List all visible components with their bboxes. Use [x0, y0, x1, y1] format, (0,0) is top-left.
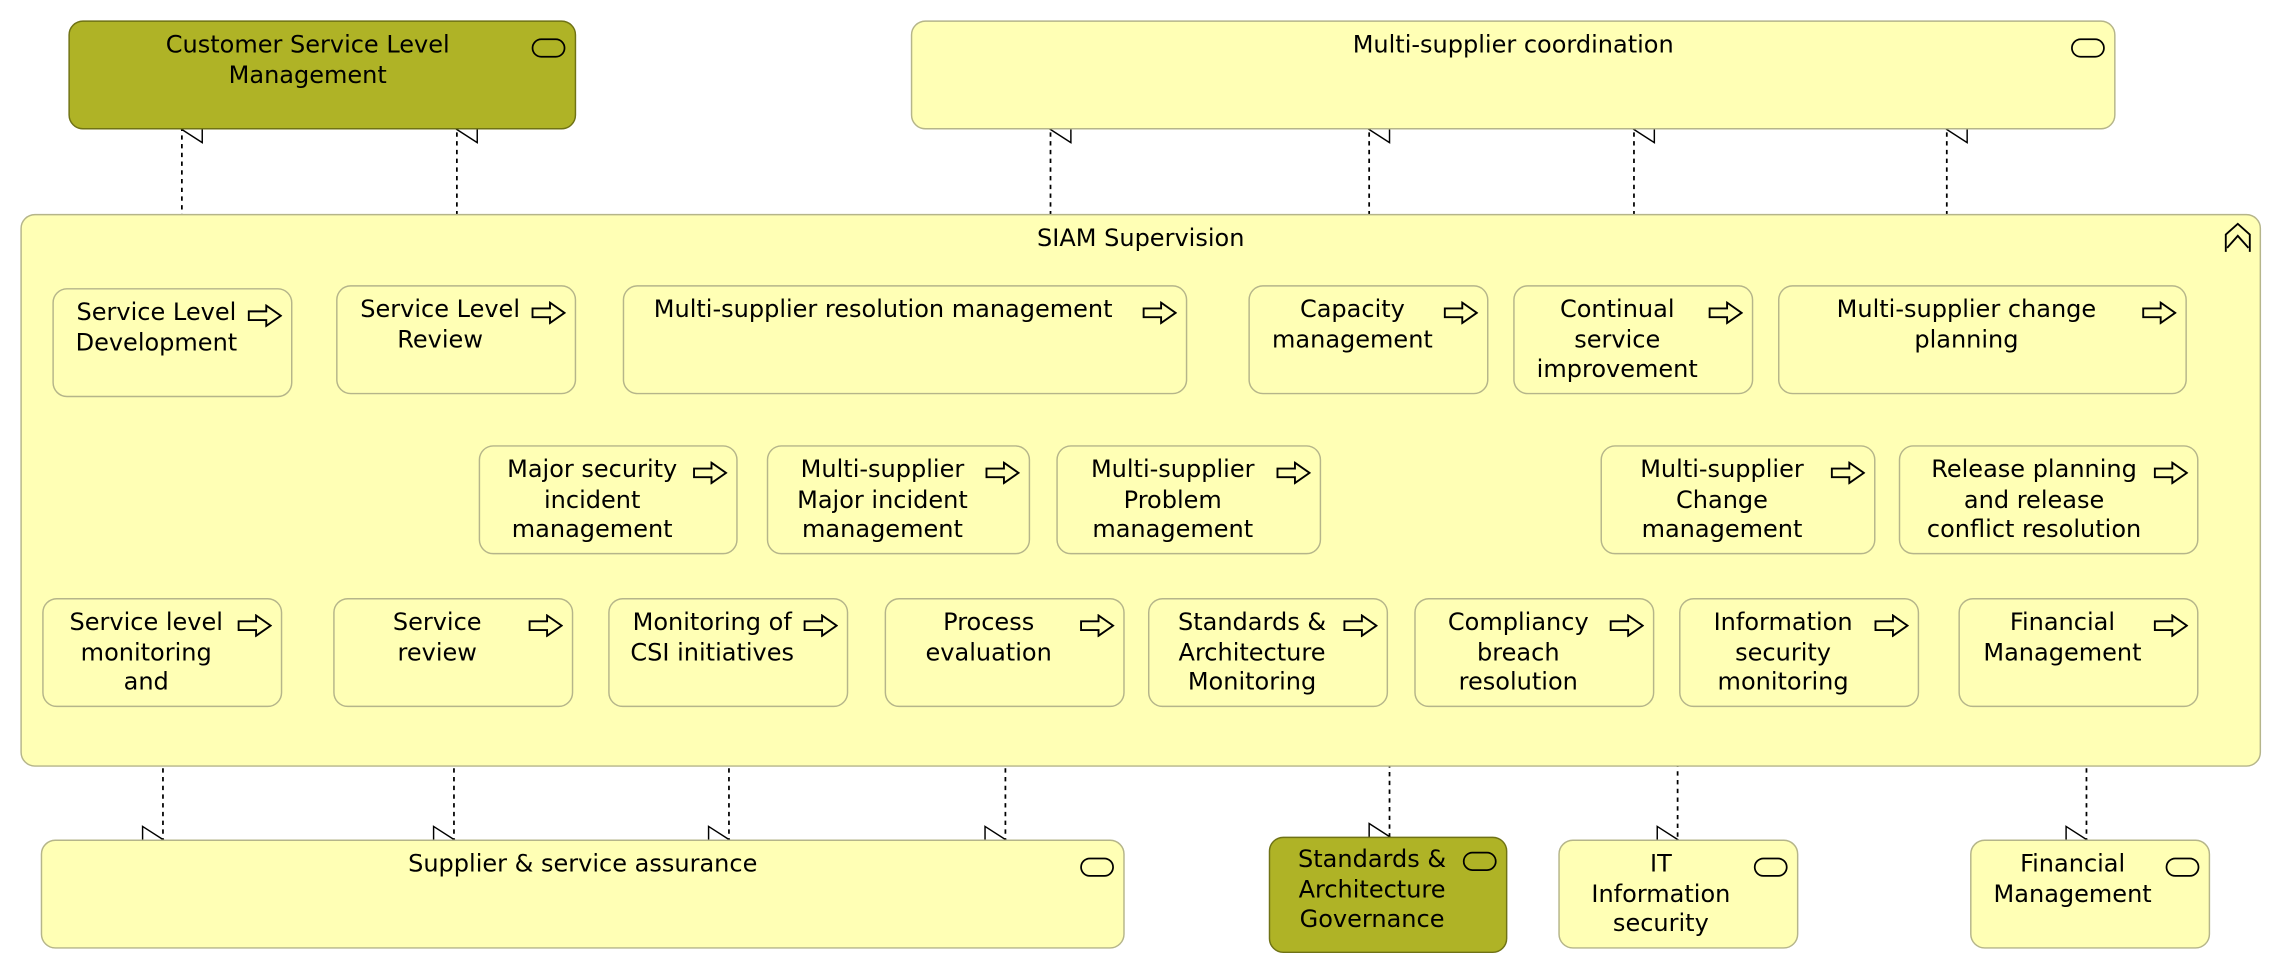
service-label: IT Information security [1591, 849, 1731, 938]
service-label: Standards & Architecture Governance [1298, 845, 1447, 933]
process-label: Multi-supplier resolution management [653, 295, 1113, 324]
major-security-incident-management-process[interactable]: Major security incident management [478, 445, 738, 555]
process-arrow-icon [237, 614, 273, 638]
process-arrow-icon [2142, 301, 2177, 325]
service-label: Multi-supplier coordination [1352, 30, 1674, 59]
multi-supplier-coordination-service[interactable]: Multi-supplier coordination [910, 20, 2116, 130]
standards-architecture-governance-service[interactable]: Standards & Architecture Governance [1268, 836, 1508, 954]
process-label: Compliancy breach resolution [1447, 608, 1589, 696]
process-label: Service Level Development [75, 298, 238, 356]
process-label: Major security incident management [507, 455, 678, 543]
process-label: Multi-supplier Change management [1640, 455, 1804, 543]
customer-service-level-management-service[interactable]: Customer Service Level Management [68, 20, 577, 130]
process-arrow-icon [531, 301, 566, 325]
capacity-management-process[interactable]: Capacity management [1248, 285, 1489, 395]
service-icon [2165, 857, 2200, 877]
process-arrow-icon [1830, 461, 1866, 485]
process-arrow-icon [1080, 614, 1115, 638]
process-arrow-icon [803, 614, 839, 638]
service-icon [531, 38, 566, 58]
process-arrow-icon [1276, 461, 1311, 485]
service-level-review-process[interactable]: Service Level Review [336, 285, 577, 395]
service-label: Financial Management [1993, 849, 2152, 908]
group-title: SIAM Supervision [1037, 224, 1245, 252]
continual-service-improvement-process[interactable]: Continual service improvement [1513, 285, 1754, 395]
process-arrow-icon [1708, 301, 1744, 325]
process-label: Release planning and release conflict re… [1926, 455, 2142, 543]
standards-architecture-monitoring-process[interactable]: Standards & Architecture Monitoring [1147, 598, 1389, 708]
process-arrow-icon [1609, 614, 1645, 638]
process-label: Multi-supplier Major incident management [797, 455, 968, 543]
it-information-security-service[interactable]: IT Information security [1558, 839, 1799, 949]
financial-management-process[interactable]: Financial Management [1958, 598, 2199, 708]
process-arrow-icon [528, 614, 564, 638]
process-label: Standards & Architecture Monitoring [1177, 608, 1327, 696]
multi-supplier-major-incident-management-process[interactable]: Multi-supplier Major incident management [766, 445, 1031, 555]
service-label: Customer Service Level Management [165, 30, 450, 89]
process-label: Service review [392, 608, 482, 666]
process-label: Service Level Review [360, 295, 521, 353]
multi-supplier-resolution-management-process[interactable]: Multi-supplier resolution management [622, 285, 1188, 395]
process-arrow-icon [1443, 301, 1479, 325]
multi-supplier-change-planning-process[interactable]: Multi-supplier change planning [1778, 285, 2187, 395]
service-icon [1080, 857, 1114, 877]
service-review-process[interactable]: Service review [333, 598, 574, 708]
process-label: Service level monitoring and [69, 608, 223, 696]
service-label: Supplier & service assurance [408, 849, 758, 878]
service-icon [1753, 857, 1788, 877]
process-evaluation-process[interactable]: Process evaluation [884, 598, 1125, 708]
process-label: Multi-supplier Problem management [1090, 455, 1255, 543]
process-arrow-icon [2153, 614, 2189, 638]
multi-supplier-change-management-process[interactable]: Multi-supplier Change management [1600, 445, 1876, 555]
financial-management-service[interactable]: Financial Management [1970, 839, 2211, 949]
multi-supplier-problem-management-process[interactable]: Multi-supplier Problem management [1056, 445, 1322, 555]
process-label: Information security monitoring [1713, 608, 1853, 696]
process-arrow-icon [1142, 301, 1178, 325]
process-arrow-icon [985, 461, 1020, 485]
monitoring-csi-initiatives-process[interactable]: Monitoring of CSI initiatives [608, 598, 849, 708]
service-icon [2071, 38, 2105, 58]
process-label: Financial Management [1983, 608, 2142, 666]
process-arrow-icon [247, 304, 283, 328]
process-arrow-icon [693, 461, 728, 485]
process-arrow-icon [1874, 614, 1909, 638]
compliancy-breach-resolution-process[interactable]: Compliancy breach resolution [1414, 598, 1655, 708]
service-level-monitoring-process[interactable]: Service level monitoring and [42, 598, 283, 708]
service-icon [1462, 851, 1497, 871]
process-label: Process evaluation [925, 608, 1052, 666]
process-label: Monitoring of CSI initiatives [630, 608, 795, 666]
process-label: Multi-supplier change planning [1836, 295, 2097, 353]
process-label: Capacity management [1272, 295, 1433, 353]
service-level-development-process[interactable]: Service Level Development [52, 288, 293, 398]
information-security-monitoring-process[interactable]: Information security monitoring [1679, 598, 1920, 708]
process-label: Continual service improvement [1536, 295, 1698, 383]
supplier-service-assurance-service[interactable]: Supplier & service assurance [40, 839, 1125, 949]
collapse-chevron-icon[interactable] [2222, 221, 2254, 253]
release-planning-process[interactable]: Release planning and release conflict re… [1898, 445, 2199, 555]
process-arrow-icon [1343, 614, 1378, 638]
process-arrow-icon [2153, 461, 2189, 485]
